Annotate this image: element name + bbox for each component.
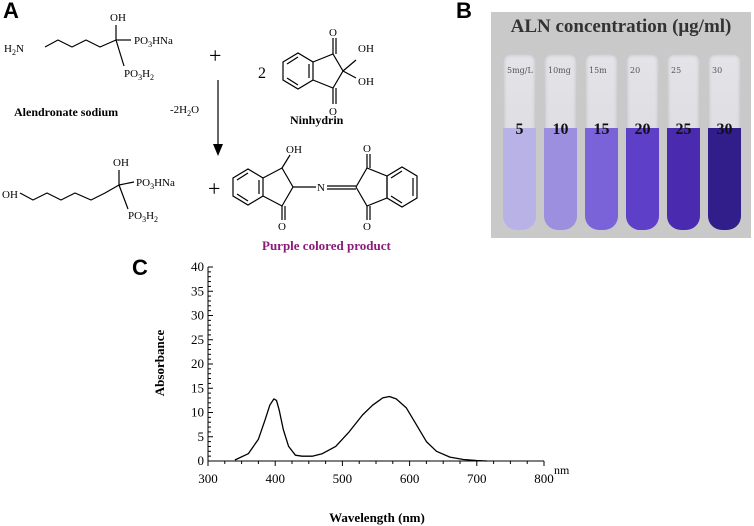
y-tick-label: 40 <box>191 259 204 274</box>
absorbance-series-line <box>234 395 487 462</box>
purple-oh-group: OH <box>286 144 302 156</box>
tube-handwritten-mark: 5mg/L <box>507 66 533 75</box>
alendronate-po3hna-group: PO3HNa <box>134 35 173 49</box>
tube-25: 25 25 <box>667 54 700 230</box>
tube-handwritten-mark: 25 <box>671 66 682 75</box>
tube-liquid <box>626 128 659 230</box>
x-tick-label: 700 <box>467 471 487 486</box>
panel-label-a: A <box>3 0 19 23</box>
x-axis-label: Wavelength (nm) <box>329 510 425 525</box>
tube-concentration-label: 15 <box>593 121 610 138</box>
y-tick-label: 10 <box>191 405 204 420</box>
tube-concentration-label: 30 <box>716 121 733 138</box>
plus-sign-bottom: + <box>208 176 220 201</box>
product-oh-group: OH <box>2 189 18 201</box>
ninhydrin-name: Ninhydrin <box>290 113 344 127</box>
y-tick-label: 30 <box>191 308 204 323</box>
product-chain-bond <box>19 184 120 201</box>
purple-o-left: O <box>278 221 286 233</box>
x-tick-label: 300 <box>198 471 218 486</box>
tube-handwritten-mark: 30 <box>712 66 723 75</box>
tube-liquid <box>544 128 577 230</box>
y-tick-label: 20 <box>191 356 204 371</box>
ninhydrin-oh-top: OH <box>358 43 374 55</box>
tube-concentration-label: 5 <box>515 121 524 138</box>
photo-title: ALN concentration (μg/ml) <box>510 16 732 37</box>
y-tick-label: 15 <box>191 380 204 395</box>
alendronate-chain-bond <box>44 39 117 48</box>
tube-handwritten-mark: 15m <box>589 66 607 75</box>
alendronate-po3h2-bond <box>115 39 125 67</box>
product-oh-top: OH <box>113 157 129 169</box>
y-tick-label: 25 <box>191 332 204 347</box>
alendronate-oh-group: OH <box>110 12 126 24</box>
tube-concentration-label: 25 <box>675 121 692 138</box>
tube-liquid <box>585 128 618 230</box>
alendronate-name: Alendronate sodium <box>14 105 118 119</box>
x-tick-label: 400 <box>265 471 285 486</box>
ninhydrin-oh-bottom: OH <box>358 76 374 88</box>
purple-o-right-bottom: O <box>363 221 371 233</box>
tube-photo: ALN concentration (μg/ml) 5mg/L 5 10mg 10 15… <box>491 12 751 238</box>
tube-30: 30 30 <box>708 54 741 230</box>
y-tick-label: 5 <box>198 429 205 444</box>
tube-concentration-label: 20 <box>634 121 651 138</box>
x-tick-label: 600 <box>400 471 420 486</box>
ninhydrin-o-bottom: O <box>329 106 337 118</box>
tube-handwritten-mark: 20 <box>630 66 641 75</box>
tube-15: 15m 15 <box>585 54 618 230</box>
tube-liquid <box>503 128 536 230</box>
tube-5: 5mg/L 5 <box>503 54 536 230</box>
purple-o-right-top: O <box>363 143 371 155</box>
product-right-benzene <box>386 166 418 208</box>
tube-10: 10mg 10 <box>544 54 577 230</box>
plus-sign-top: + <box>209 43 221 68</box>
product-name: Purple colored product <box>262 238 391 253</box>
x-tick-label: 800 <box>534 471 554 486</box>
tube-concentration-label: 10 <box>552 121 569 138</box>
y-axis-label: Absorbance <box>152 330 167 397</box>
absorbance-chart: 300 400 500 600 700 800 0 5 10 15 20 25 30 35 40 Absor… <box>152 259 570 525</box>
tube-liquid <box>667 128 700 230</box>
h2n-group: H2N <box>4 43 24 57</box>
panel-label-b: B <box>456 0 472 23</box>
panel-label-c: C <box>132 255 148 280</box>
y-tick-label: 35 <box>191 283 204 298</box>
x-unit-label: nm <box>554 463 570 477</box>
reaction-arrow-head <box>213 144 223 156</box>
ninhydrin-five-ring <box>312 53 344 89</box>
reaction-condition: -2H2O <box>170 104 199 118</box>
tube-handwritten-mark: 10mg <box>548 66 571 75</box>
reaction-scheme: H2N OH PO3HNa PO3H2 OH OH O O OH OH PO3H… <box>2 12 418 253</box>
y-tick-label: 0 <box>198 453 205 468</box>
ninhydrin-o-top: O <box>329 27 337 39</box>
imine-n: N <box>317 182 325 194</box>
ninhydrin-coefficient: 2 <box>258 65 266 82</box>
product-po3h2-group: PO3H2 <box>128 210 158 224</box>
product-po3hna-group: PO3HNa <box>136 177 175 191</box>
tube-liquid <box>708 128 741 230</box>
x-tick-label: 500 <box>333 471 353 486</box>
alendronate-po3h2-group: PO3H2 <box>124 68 154 82</box>
